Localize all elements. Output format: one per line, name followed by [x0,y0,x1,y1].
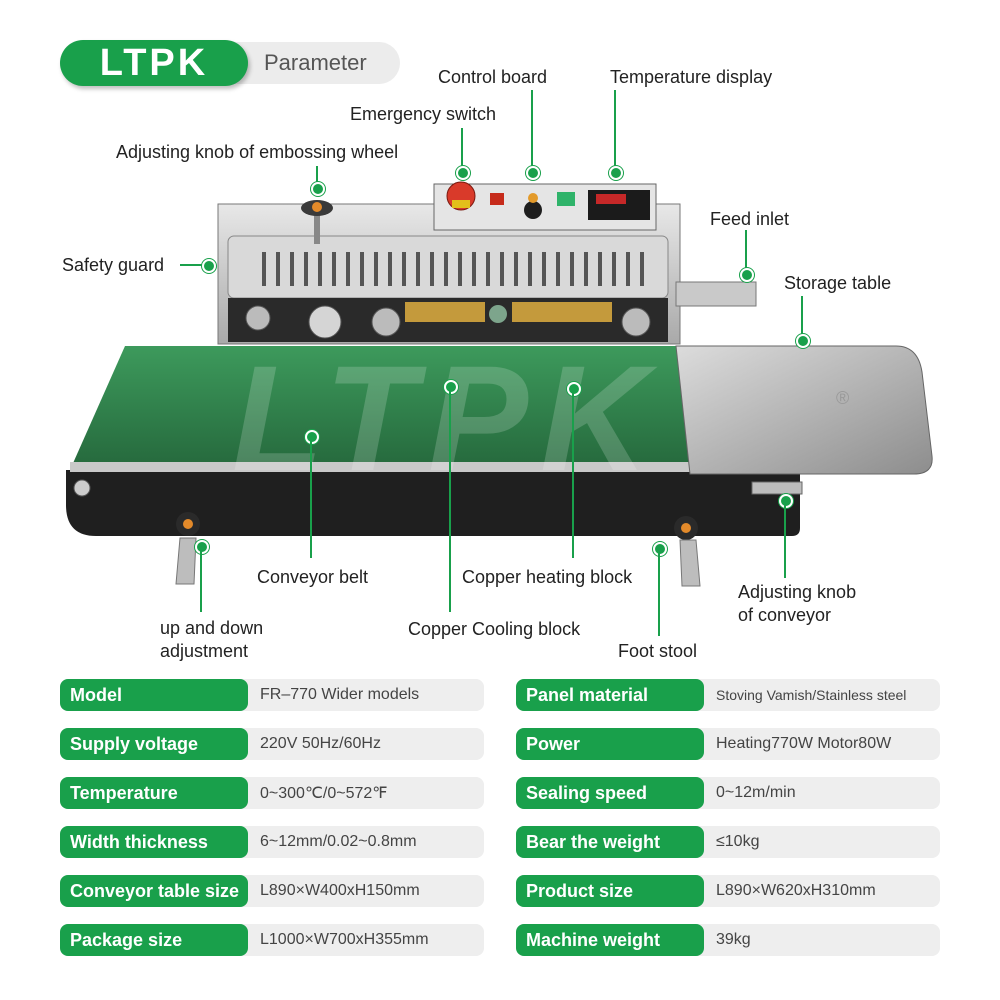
foot-left [175,537,197,585]
svg-text:®: ® [836,388,849,408]
spec-value: L1000×W700xH355mm [232,924,484,956]
spec-label: Product size [516,875,704,907]
spec-value: L890×W620xH310mm [688,875,940,907]
spec-label: Panel material [516,679,704,711]
header-subtitle: Parameter [264,50,367,75]
conveyor-frame [66,470,800,536]
sealing-machine-illustration: ® LTPK [66,181,933,587]
foot-right [679,539,701,587]
conveyor-adjust-knob [751,481,803,495]
spec-label: Temperature [60,777,248,809]
callout-copper-heating: Copper heating block [462,567,633,587]
spec-label: Supply voltage [60,728,248,760]
heating-block [405,302,485,322]
callout-copper-cooling: Copper Cooling block [408,619,581,639]
spec-label: Width thickness [60,826,248,858]
brand-logo: LTPK [60,40,248,86]
callout-conveyor-belt: Conveyor belt [257,567,369,587]
callout-updown-line1: up and down [160,618,264,638]
callout-safety-guard: Safety guard [62,255,165,275]
conveyor-belt-surface [70,346,690,470]
spec-label: Package size [60,924,248,956]
spec-value: Stoving Vamish/Stainless steel [688,679,940,711]
spec-value: L890×W400xH150mm [232,875,484,907]
callout-foot-stool: Foot stool [618,641,698,661]
callout-conveyor-knob-line1: Adjusting knob [738,582,857,602]
spec-value: 6~12mm/0.02~0.8mm [232,826,484,858]
spec-value: ≤10kg [688,826,940,858]
watermark-text: LTPK [232,334,661,502]
spec-value: 0~12m/min [688,777,940,809]
callout-control-board: Control board [438,67,548,87]
callout-temperature-display: Temperature display [610,67,773,87]
feed-inlet [675,281,757,307]
cooling-block [512,302,612,322]
spec-value: 39kg [688,924,940,956]
callout-emergency-switch: Emergency switch [350,104,497,124]
brand-text: LTPK [99,41,209,84]
spec-value: 0~300℃/0~572℉ [232,777,484,809]
spec-label: Sealing speed [516,777,704,809]
spec-label: Bear the weight [516,826,704,858]
spec-label: Power [516,728,704,760]
header-subtitle-pill: Parameter [230,42,400,84]
callout-feed-inlet: Feed inlet [710,209,790,229]
callout-embossing-knob: Adjusting knob of embossing wheel [116,142,399,162]
callout-updown-line2: adjustment [160,641,249,661]
spec-label: Machine weight [516,924,704,956]
spec-value: 220V 50Hz/60Hz [232,728,484,760]
storage-table [675,345,933,475]
spec-value: FR–770 Wider models [232,679,484,711]
guard-vents [262,252,644,286]
callout-storage-table: Storage table [784,273,892,293]
spec-label: Model [60,679,248,711]
callout-conveyor-knob-line2: of conveyor [738,605,832,625]
spec-value: Heating770W Motor80W [688,728,940,760]
spec-label: Conveyor table size [60,875,248,907]
